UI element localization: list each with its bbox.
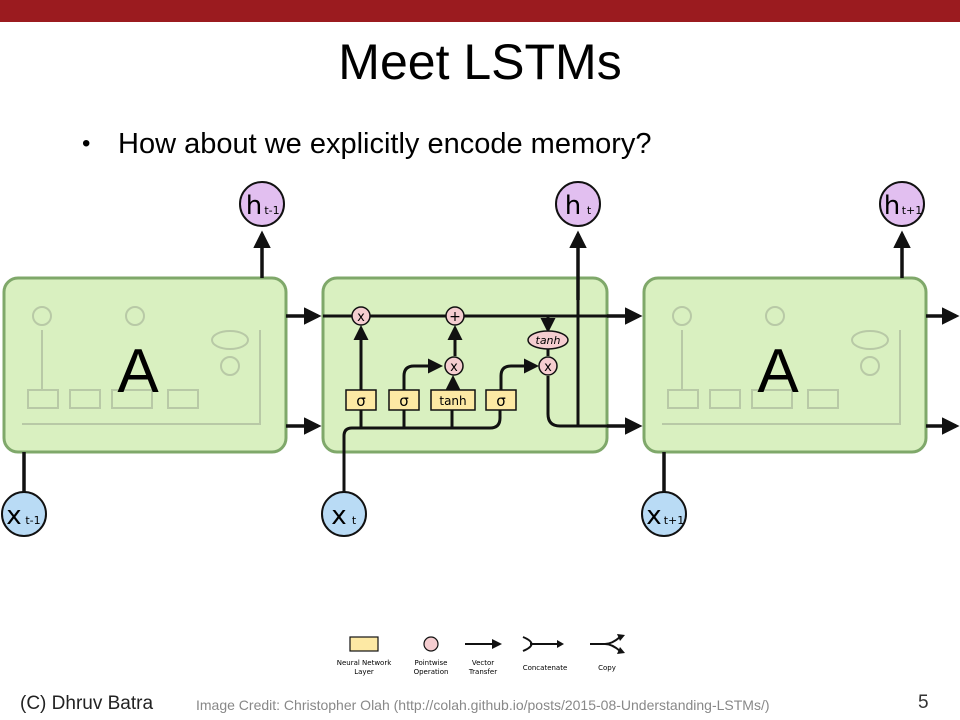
output-gate-arrow — [499, 358, 539, 390]
legend: Neural Network Layer Pointwise Operation… — [337, 634, 625, 676]
output-node-middle-sub: t — [587, 204, 592, 217]
lstm-cell-right: A — [642, 276, 928, 454]
input-node-left-sub: t-1 — [25, 514, 40, 527]
legend-vector-label2: Transfer — [468, 668, 497, 676]
legend-pointwise-label1: Pointwise — [414, 659, 447, 667]
legend-layer-icon — [349, 636, 379, 652]
lstm-diagram: A A — [1, 181, 960, 676]
gate-layer-input — [388, 389, 420, 411]
page-number: 5 — [918, 692, 929, 713]
tanh-op-label: tanh — [536, 334, 561, 347]
footer-credit: Image Credit: Christopher Olah (http://c… — [196, 697, 770, 713]
hidden-out-path — [546, 376, 607, 428]
output-node-left-main: h — [246, 191, 262, 221]
legend-concatenate-label: Concatenate — [523, 664, 568, 672]
gate-feeds — [359, 410, 454, 428]
cell-box-left — [2, 276, 288, 454]
header-bar — [0, 0, 960, 22]
input-gate-arrow — [402, 358, 443, 390]
gate-layer-input-label: σ — [399, 392, 409, 410]
gate-layers: σ σ tanh σ — [345, 389, 517, 411]
legend-pointwise-icon — [423, 636, 439, 652]
legend-pointwise-label2: Operation — [414, 668, 449, 676]
output-node-right-main: h — [884, 191, 900, 221]
output-multiply-label: x — [544, 360, 552, 375]
bullet-text: How about we explicitly encode memory? — [118, 128, 652, 160]
legend-copy-arrowhead-bottom — [617, 647, 625, 654]
forget-multiply-op — [351, 306, 371, 326]
flow-arrows — [286, 307, 960, 435]
pointwise-ops: x + x tanh x — [351, 306, 569, 376]
legend-layer-label1: Neural Network — [337, 659, 392, 667]
input-node-left-main: x — [6, 501, 21, 531]
middle-internals — [323, 300, 607, 492]
legend-vector-label1: Vector — [472, 659, 494, 667]
input-multiply-label: x — [450, 360, 458, 375]
input-node-middle-main: x — [331, 501, 346, 531]
cell-box-right — [642, 276, 928, 454]
input-node-right — [641, 491, 687, 537]
output-node-left — [239, 181, 285, 227]
gate-layer-output — [485, 389, 517, 411]
output-node-right — [879, 181, 925, 227]
slide-title: Meet LSTMs — [338, 34, 622, 90]
legend-copy-icon — [590, 636, 621, 652]
footer-author: (C) Dhruv Batra — [20, 693, 154, 714]
faded-internals-left — [22, 306, 261, 425]
legend-concatenate-icon — [522, 636, 562, 652]
input-node-right-sub: t+1 — [664, 514, 685, 527]
input-node-right-main: x — [646, 501, 661, 531]
input-node-left — [1, 491, 47, 537]
output-nodes: h t-1 h t h t+1 — [239, 181, 925, 227]
legend-layer-label2: Layer — [354, 668, 374, 676]
legend-copy-arrowhead-top — [617, 634, 625, 641]
legend-copy-label: Copy — [598, 664, 616, 672]
io-connectors — [22, 230, 911, 492]
bullet-item: • How about we explicitly encode memory? — [82, 126, 652, 162]
input-path — [342, 410, 502, 492]
faded-internals-right — [662, 306, 901, 425]
gate-layer-candidate — [430, 389, 476, 411]
lstm-cell-left: A — [2, 276, 288, 454]
input-node-middle — [321, 491, 367, 537]
add-op — [445, 306, 465, 326]
cell-label-right: A — [757, 337, 799, 406]
add-label: + — [449, 309, 461, 325]
output-node-middle — [555, 181, 601, 227]
input-multiply-op — [444, 356, 464, 376]
output-node-left-sub: t-1 — [264, 204, 279, 217]
output-node-middle-main: h — [565, 191, 581, 221]
input-node-middle-sub: t — [352, 514, 357, 527]
forget-multiply-label: x — [357, 310, 365, 325]
gate-layer-forget — [345, 389, 377, 411]
cell-label-left: A — [117, 337, 159, 406]
bullet-icon: • — [82, 130, 91, 157]
input-nodes: x t-1 x t x t+1 — [1, 491, 687, 537]
gate-layer-output-label: σ — [496, 392, 506, 410]
legend-concatenate-arrowhead — [557, 640, 564, 648]
gate-layer-candidate-label: tanh — [439, 394, 466, 408]
output-node-right-sub: t+1 — [902, 204, 923, 217]
gate-layer-forget-label: σ — [356, 392, 366, 410]
tanh-op — [527, 330, 569, 350]
output-multiply-op — [538, 356, 558, 376]
